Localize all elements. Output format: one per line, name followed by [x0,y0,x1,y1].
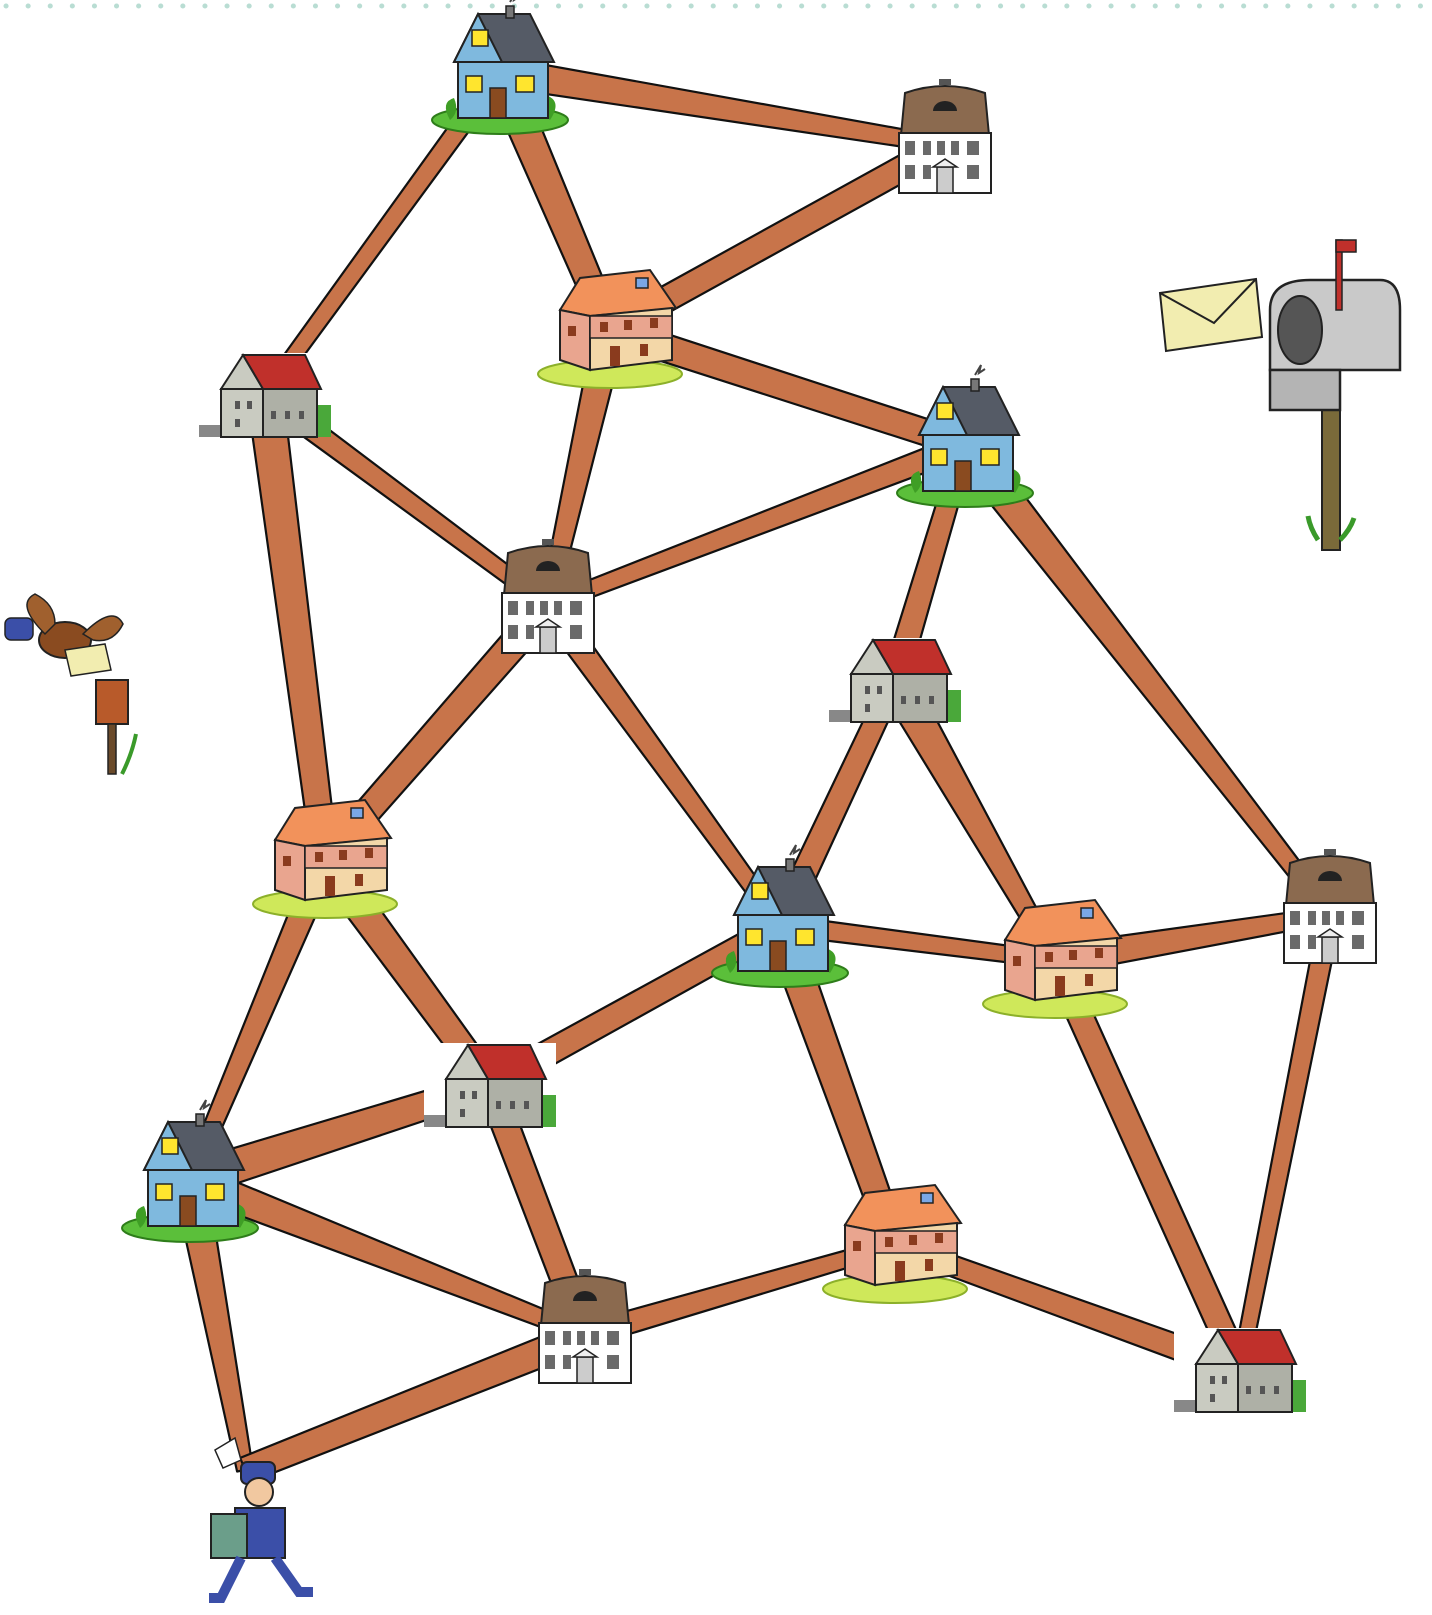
road-h5-h10 [952,435,1337,920]
house-gray-red-roof-icon [199,353,331,437]
house-orange-farmhouse-icon [538,270,682,388]
roads-layer [173,57,1341,1482]
house-blue-cottage-icon [897,365,1033,507]
house-brown-townhouse-icon [502,539,594,653]
house-orange-farmhouse-icon [983,900,1127,1018]
house-blue-cottage-icon [122,1100,258,1242]
house-gray-red-roof-icon [829,638,961,722]
house-brown-townhouse-icon [539,1269,631,1383]
envelope-icon [1160,279,1262,351]
house-brown-townhouse-icon [1284,849,1376,963]
mailbox-icon [1270,240,1400,550]
house-gray-red-roof-icon [1174,1328,1306,1412]
house-blue-cottage-icon [432,0,568,134]
house-gray-red-roof-icon [424,1043,556,1127]
house-orange-farmhouse-icon [823,1185,967,1303]
road-h14-postman [240,1321,590,1482]
road-h1-h2 [498,57,947,153]
road-h4-h8 [247,393,338,862]
bird-with-letter-icon [5,594,123,676]
road-h5-h6 [545,434,969,613]
house-brown-townhouse-icon [899,79,991,193]
wooden-postbox-icon [96,680,136,774]
road-h10-h16 [1232,913,1341,1372]
house-orange-farmhouse-icon [253,800,397,918]
